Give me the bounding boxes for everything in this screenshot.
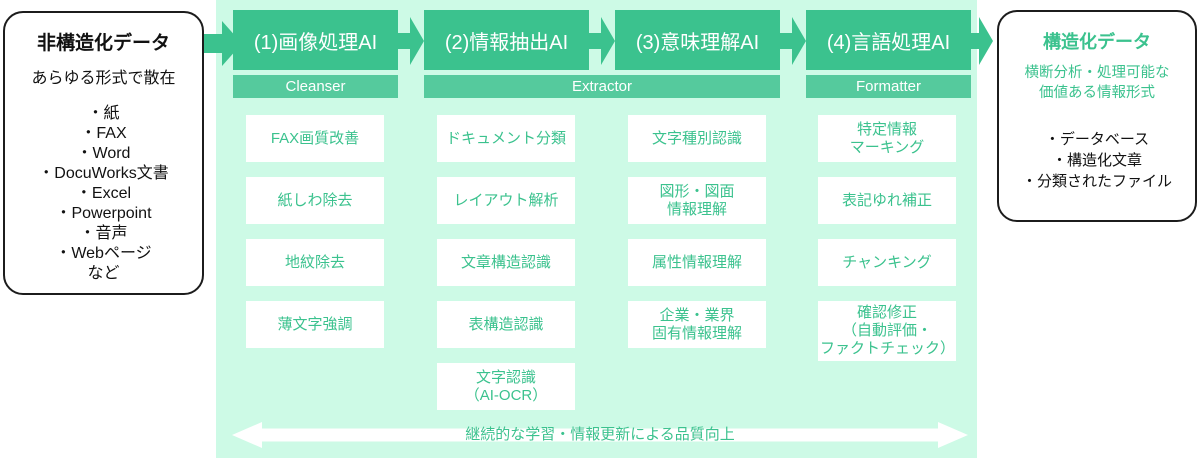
stage-header-1: (1)画像処理AI [233,10,398,70]
column-language-processing: 特定情報 マーキング 表記ゆれ補正 チャンキング 確認修正 （自動評価・ ファク… [818,115,956,361]
input-format-list: ・紙 ・FAX ・Word ・DocuWorks文書 ・Excel ・Power… [5,104,202,284]
capability-box: 薄文字強調 [246,301,384,348]
list-item: ・FAX [80,125,127,142]
stage-header-4: (4)言語処理AI [806,10,971,70]
list-item: ・分類されたファイル [1021,173,1172,191]
stage-bar-formatter: Formatter [806,75,971,98]
capability-box: 文字種別認識 [628,115,766,162]
list-item: など [87,265,120,282]
flow-arrow-icon [589,17,615,65]
list-item: ・Word [76,145,131,162]
list-item: ・DocuWorks文書 [38,165,169,182]
output-title: 構造化データ [1043,32,1151,52]
capability-box: 確認修正 （自動評価・ ファクトチェック） [818,301,956,361]
capability-box: ドキュメント分類 [437,115,575,162]
stage-bar-cleanser: Cleanser [233,75,398,98]
capability-box: 企業・業界 固有情報理解 [628,301,766,348]
output-format-list: ・データベース ・構造化文章 ・分類されたファイル [999,129,1195,192]
stage-header-label: (4)言語処理AI [826,31,951,54]
quality-double-arrow-icon [232,422,968,448]
stage-bar-label: Extractor [571,78,632,95]
capability-box: 文字認識 （AI-OCR） [437,363,575,410]
stage-header-label: (2)情報抽出AI [444,31,569,54]
input-subtitle: あらゆる形式で散在 [31,70,176,87]
list-item: ・Excel [75,185,132,202]
capability-box: 図形・図面 情報理解 [628,177,766,224]
flow-arrow-icon [398,17,424,65]
capability-box: チャンキング [818,239,956,286]
list-item: ・Webページ [55,245,152,262]
stage-bar-extractor: Extractor [424,75,780,98]
list-item: ・構造化文章 [1051,152,1142,170]
input-title: 非構造化データ [36,33,170,54]
flow-arrow-icon [204,21,242,66]
stage-bar-label: Cleanser [285,78,346,95]
column-semantic-understanding: 文字種別認識 図形・図面 情報理解 属性情報理解 企業・業界 固有情報理解 [628,115,766,348]
output-subtitle: 横断分析・処理可能な 価値ある情報形式 [1024,65,1170,101]
list-item: ・紙 [87,105,120,122]
capability-box: 表構造認識 [437,301,575,348]
flow-arrow-icon [971,17,993,65]
stage-header-2: (2)情報抽出AI [424,10,589,70]
capability-box: レイアウト解析 [437,177,575,224]
unstructured-data-box: 非構造化データ あらゆる形式で散在 ・紙 ・FAX ・Word ・DocuWor… [3,11,204,295]
stage-bar-label: Formatter [855,78,921,95]
stage-header-label: (1)画像処理AI [253,31,378,54]
capability-box: 地紋除去 [246,239,384,286]
capability-box: FAX画質改善 [246,115,384,162]
flow-arrow-icon [780,17,806,65]
capability-box: 表記ゆれ補正 [818,177,956,224]
quality-note: 継続的な学習・情報更新による品質向上 [465,426,735,443]
list-item: ・データベース [1044,131,1150,149]
column-info-extraction: ドキュメント分類 レイアウト解析 文章構造認識 表構造認識 文字認識 （AI-O… [437,115,575,410]
structured-data-box: 構造化データ 横断分析・処理可能な 価値ある情報形式 ・データベース ・構造化文… [997,10,1197,222]
capability-box: 特定情報 マーキング [818,115,956,162]
stage-header-3: (3)意味理解AI [615,10,780,70]
list-item: ・音声 [79,225,128,242]
capability-box: 紙しわ除去 [246,177,384,224]
stage-header-label: (3)意味理解AI [635,31,760,54]
list-item: ・Powerpoint [55,205,152,222]
capability-box: 文章構造認識 [437,239,575,286]
capability-box: 属性情報理解 [628,239,766,286]
column-image-processing: FAX画質改善 紙しわ除去 地紋除去 薄文字強調 [246,115,384,348]
